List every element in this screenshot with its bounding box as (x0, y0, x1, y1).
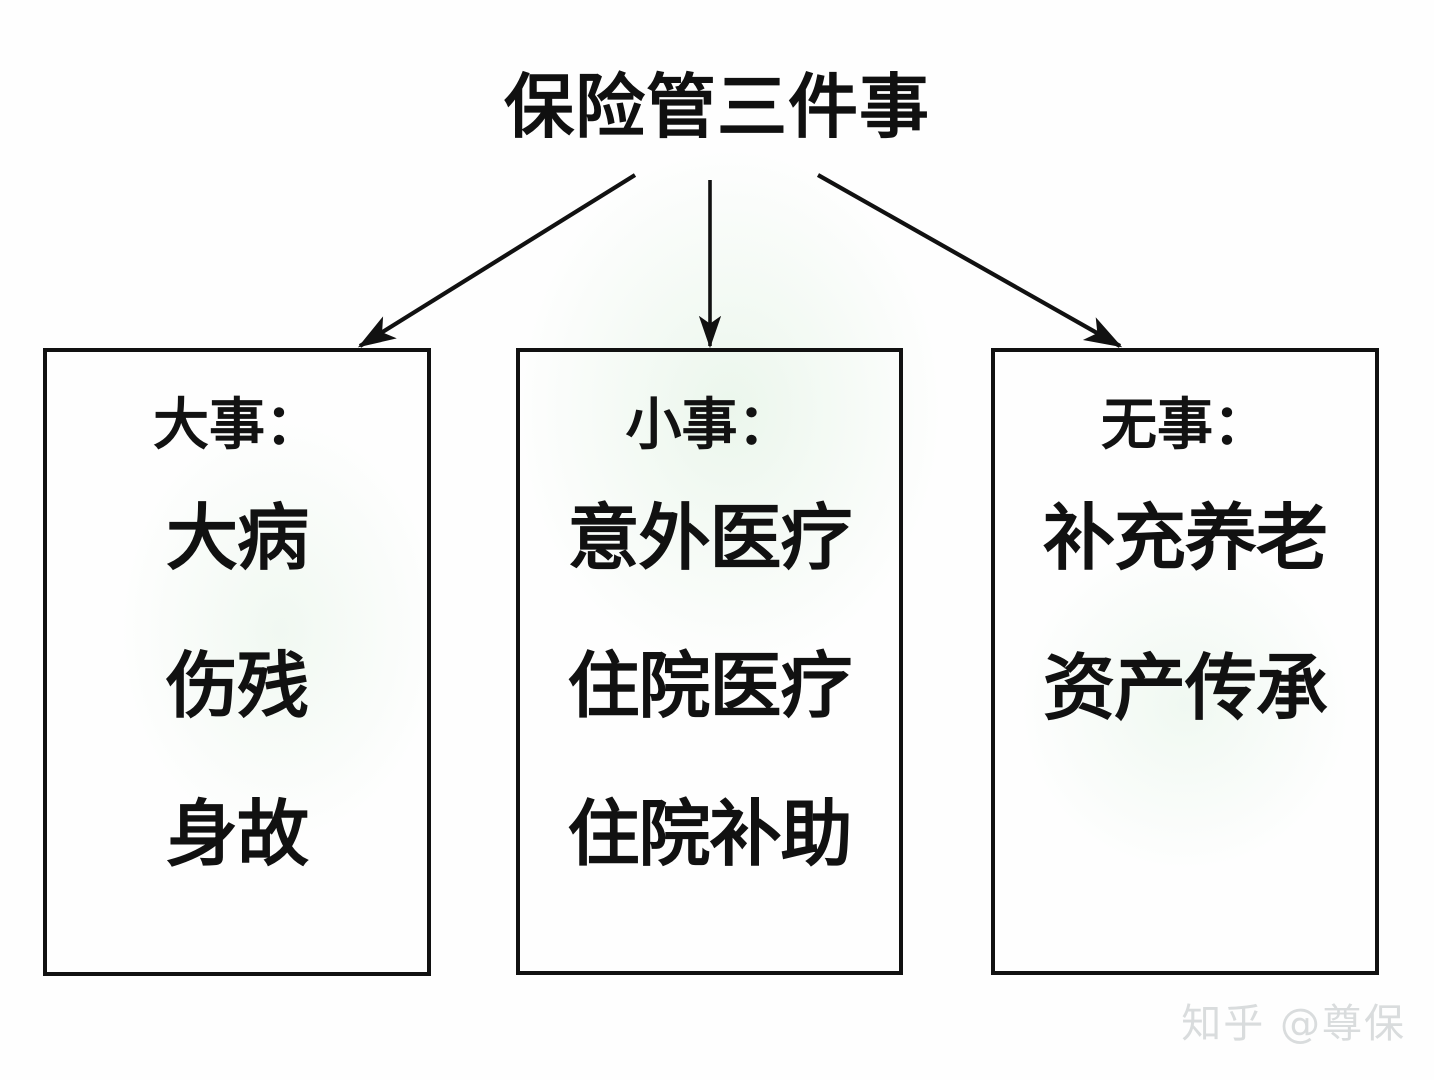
category-item: 伤残 (165, 644, 309, 728)
category-item: 大病 (165, 496, 309, 580)
category-header: 无事： (1101, 393, 1269, 458)
category-item-list: 补充养老 资产传承 (995, 502, 1375, 802)
category-item: 住院医疗 (567, 644, 852, 728)
category-item: 意外医疗 (567, 496, 852, 580)
category-item: 住院补助 (567, 792, 852, 876)
category-item: 身故 (165, 792, 309, 876)
source-watermark: 知乎 @尊保 (1181, 1001, 1406, 1047)
category-box-major: 大事： 大病 伤残 身故 (43, 348, 431, 976)
category-box-minor: 小事： 意外医疗 住院医疗 住院补助 (516, 348, 903, 975)
diagram-title: 保险管三件事 (504, 66, 930, 148)
category-item: 补充养老 (1042, 496, 1328, 580)
arrow-to-box-3 (816, 173, 1123, 348)
category-item-list: 意外医疗 住院医疗 住院补助 (520, 502, 899, 946)
category-header: 大事： (153, 393, 321, 458)
category-item: 资产传承 (1042, 646, 1328, 730)
category-item-list: 大病 伤残 身故 (47, 502, 427, 946)
arrow-to-box-1 (357, 173, 637, 348)
category-header: 小事： (625, 393, 794, 458)
category-box-none: 无事： 补充养老 资产传承 (991, 348, 1379, 975)
